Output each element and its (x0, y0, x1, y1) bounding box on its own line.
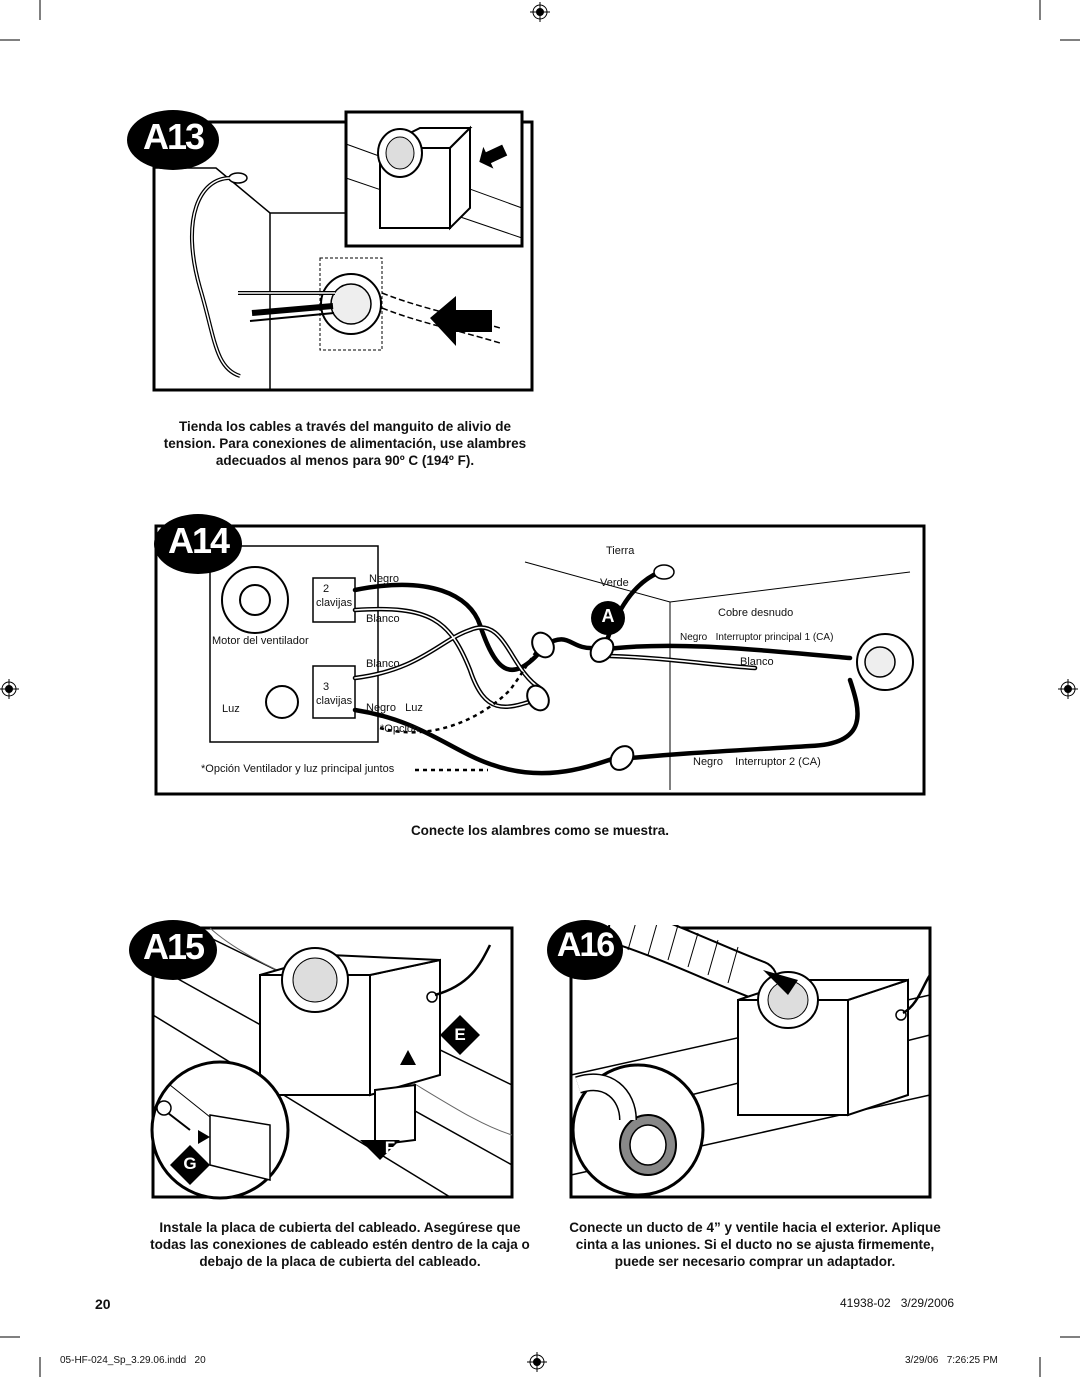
callout-f-badge (360, 1140, 400, 1160)
label-luz-left: Luz (222, 703, 240, 715)
label-blanco-right: Blanco (740, 656, 774, 668)
step-badge-a16 (547, 920, 623, 980)
step-label-a14: A14 (167, 520, 230, 561)
callout-g: G (183, 1154, 197, 1173)
a16-illustration (569, 925, 932, 1199)
label-three: 3 (323, 681, 330, 693)
registration-mark-right (1058, 679, 1078, 699)
registration-mark-left (0, 679, 19, 699)
label-clavijas-bottom: clavijas (316, 695, 353, 707)
wiring-diagram (154, 524, 926, 796)
insert-arrow-icon (430, 296, 492, 346)
push-arrow-icon (763, 970, 798, 995)
step-badge-a13 (127, 110, 219, 170)
registration-mark-top (530, 2, 550, 22)
page-number: 20 (95, 1296, 111, 1312)
caption-a13: Tienda los cables a través del manguito … (163, 419, 527, 468)
label-clavijas-top: clavijas (316, 597, 353, 609)
doc-code: 41938-02 3/29/2006 (840, 1296, 955, 1310)
step-label-a15: A15 (142, 926, 205, 967)
callout-g-badge (170, 1145, 210, 1185)
caption-a15: Instale la placa de cubierta del cablead… (150, 1220, 530, 1269)
label-negro-sw1: Negro Interruptor principal 1 (CA) (680, 632, 834, 643)
callout-f: F (384, 1138, 396, 1157)
callout-a: A (601, 606, 615, 626)
print-timestamp: 3/29/06 7:26:25 PM (905, 1355, 998, 1366)
up-arrow-icon (400, 1050, 416, 1065)
registration-mark-bottom (527, 1352, 547, 1372)
label-two: 2 (323, 583, 330, 595)
label-blanco-mid: Blanco (366, 658, 400, 670)
a15-illustration (150, 926, 514, 1200)
step-label-a16: A16 (556, 926, 615, 964)
label-tierra: Tierra (606, 545, 635, 557)
label-motor: Motor del ventilador (212, 635, 309, 647)
callout-a-badge (591, 601, 625, 635)
label-blanco-top: Blanco (366, 613, 400, 625)
step-badge-a14 (154, 514, 242, 574)
label-negro-sw2: Negro Interruptor 2 (CA) (693, 756, 821, 768)
label-cobre: Cobre desnudo (718, 607, 794, 619)
label-negro-top: Negro (369, 573, 399, 585)
label-negro-luz: Negro Luz (366, 702, 423, 714)
step-badge-a15 (129, 920, 217, 980)
label-opcion-note: *Opción Ventilador y luz principal junto… (201, 763, 395, 775)
wire-nut-icon (526, 631, 635, 771)
callout-e-badge (440, 1015, 480, 1055)
label-opcion: *Opción (380, 723, 420, 735)
callout-e: E (454, 1025, 466, 1044)
file-name: 05-HF-024_Sp_3.29.06.indd 20 (60, 1355, 206, 1366)
caption-a14: Conecte los alambres como se muestra. (410, 823, 670, 838)
label-verde: Verde (600, 577, 629, 589)
caption-a16: Conecte un ducto de 4” y ventile hacia e… (569, 1220, 941, 1269)
step-label-a13: A13 (142, 116, 205, 157)
